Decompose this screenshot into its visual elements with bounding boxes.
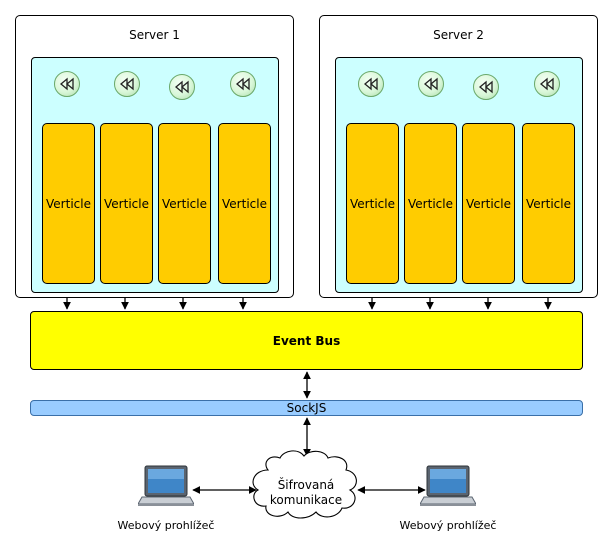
cloud-icon bbox=[252, 450, 357, 519]
server-title: Server 1 bbox=[129, 28, 180, 42]
verticle: Verticle bbox=[404, 123, 457, 284]
cloud-label-line1: Šifrovaná bbox=[277, 478, 335, 492]
event-loop-icon bbox=[534, 71, 560, 97]
verticle: Verticle bbox=[158, 123, 211, 284]
event-loop-icon bbox=[54, 71, 80, 97]
sockjs-bar: SockJS bbox=[30, 400, 583, 416]
server-title: Server 2 bbox=[433, 28, 484, 42]
cloud-label-line2: komunikace bbox=[269, 493, 343, 507]
event-loop-icon bbox=[230, 71, 256, 97]
laptop-icon bbox=[419, 465, 477, 511]
browser-label: Webový prohlížeč bbox=[399, 519, 497, 532]
verticle-pool: Verticle Verticle Verticle Verticle bbox=[31, 57, 279, 293]
verticle: Verticle bbox=[42, 123, 95, 284]
event-bus: Event Bus bbox=[30, 311, 583, 370]
server-2: Server 2 Verticle Verticle Verticle Vert… bbox=[319, 15, 598, 298]
event-bus-label: Event Bus bbox=[272, 333, 341, 348]
laptop-icon bbox=[137, 465, 195, 511]
verticle: Verticle bbox=[462, 123, 515, 284]
event-loop-icon bbox=[169, 74, 195, 100]
cloud-label: Šifrovaná komunikace bbox=[256, 478, 356, 508]
event-loop-icon bbox=[473, 74, 499, 100]
verticle-pool: Verticle Verticle Verticle Verticle bbox=[335, 57, 583, 293]
verticle: Verticle bbox=[522, 123, 575, 284]
verticle: Verticle bbox=[218, 123, 271, 284]
event-loop-icon bbox=[114, 71, 140, 97]
browser-label: Webový prohlížeč bbox=[117, 519, 215, 532]
verticle: Verticle bbox=[100, 123, 153, 284]
event-loop-icon bbox=[358, 71, 384, 97]
verticle: Verticle bbox=[346, 123, 399, 284]
server-1: Server 1 Verticle Verticle Verticle Vert… bbox=[15, 15, 294, 298]
sockjs-label: SockJS bbox=[286, 401, 327, 415]
event-loop-icon bbox=[418, 71, 444, 97]
